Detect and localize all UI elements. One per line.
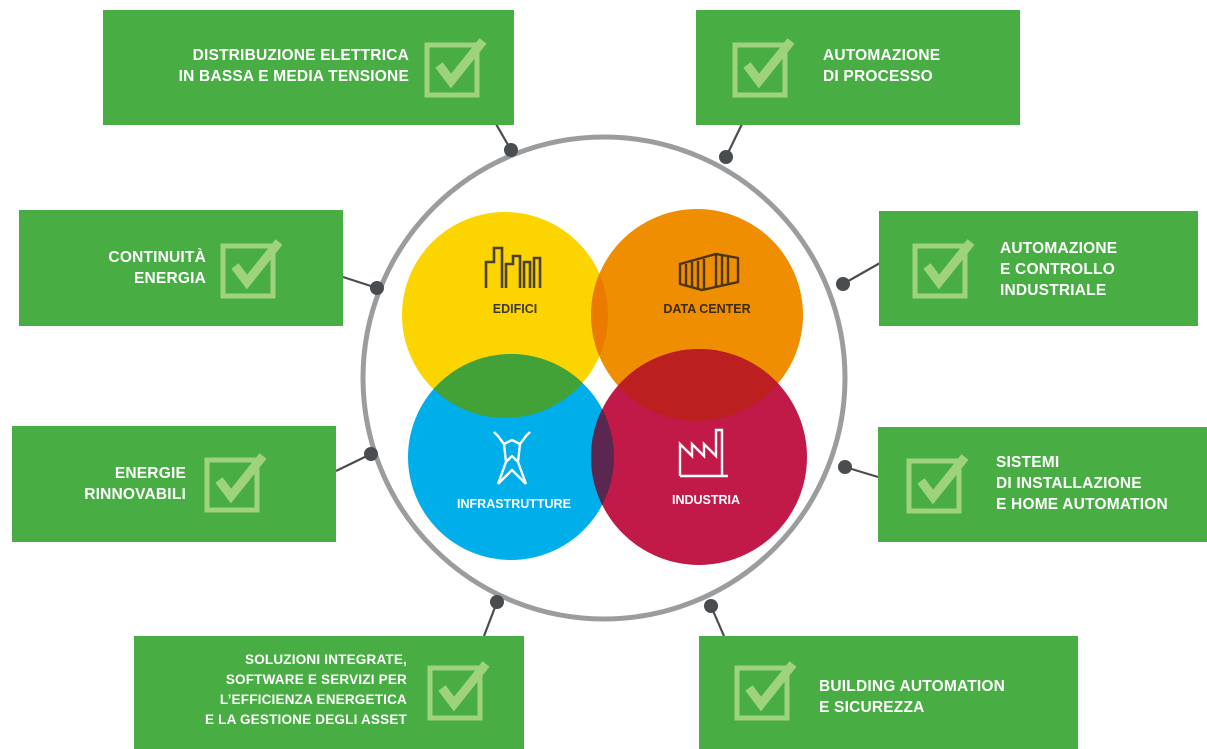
text-line: SISTEMI [996,454,1060,471]
checkbox-checked-icon [204,453,267,513]
connector-automazione-controllo [842,262,881,285]
buildings-icon [484,246,542,288]
box-soluzioni: SOLUZIONI INTEGRATE, SOFTWARE E SERVIZI … [134,636,524,749]
text-line: BUILDING AUTOMATION [819,678,1006,695]
checkbox-checked-icon [427,661,490,721]
checkbox-checked-icon [220,239,283,299]
box-building-text: BUILDING AUTOMATION E SICUREZZA [819,676,1005,718]
box-automazione-controllo-text: AUTOMAZIONE E CONTROLLO INDUSTRIALE [1000,238,1117,301]
checkbox-checked-icon [906,454,969,514]
box-soluzioni-text: SOLUZIONI INTEGRATE, SOFTWARE E SERVIZI … [205,650,407,730]
box-distribuzione: DISTRIBUZIONE ELETTRICA IN BASSA E MEDIA… [103,10,514,125]
label-industria: INDUSTRIA [672,493,740,507]
server-rack-icon [678,252,740,292]
text-line: AUTOMAZIONE [1000,240,1118,257]
label-data-center: DATA CENTER [663,302,750,316]
overlap-datacenter-industria [591,349,803,421]
box-sistemi-text: SISTEMI DI INSTALLAZIONE E HOME AUTOMATI… [996,452,1168,515]
factory-icon [678,428,728,478]
checkbox-checked-icon [732,38,795,98]
box-energie: ENERGIE RINNOVABILI [12,426,336,542]
text-line: INDUSTRIALE [1000,282,1107,299]
ring-dot [838,460,852,474]
text-line: E CONTROLLO [1000,261,1115,278]
ring-dots [364,143,852,613]
text-line: RINNOVABILI [84,486,186,503]
box-distribuzione-text: DISTRIBUZIONE ELETTRICA IN BASSA E MEDIA… [179,45,409,87]
text-line: E SICUREZZA [819,699,925,716]
label-infrastrutture: INFRASTRUTTURE [457,497,571,511]
ring-dot [370,281,384,295]
text-line: L’EFFICIENZA ENERGETICA [219,692,407,707]
power-pylon-icon [493,431,531,485]
text-line: DISTRIBUZIONE ELETTRICA [192,47,409,64]
box-continuita-text: CONTINUITÀ ENERGIA [108,247,206,289]
text-line: SOLUZIONI INTEGRATE, [245,652,407,667]
text-line: E LA GESTIONE DEGLI ASSET [204,712,407,727]
checkbox-checked-icon [424,38,487,98]
ring-dot [704,599,718,613]
text-line: AUTOMAZIONE [823,47,941,64]
box-automazione-controllo: AUTOMAZIONE E CONTROLLO INDUSTRIALE [879,211,1198,326]
ring-dot [719,150,733,164]
text-line: SOFTWARE E SERVIZI PER [225,672,407,687]
text-line: E HOME AUTOMATION [996,496,1168,513]
text-line: DI INSTALLAZIONE [996,475,1142,492]
ring-dot [364,447,378,461]
text-line: ENERGIA [133,270,206,287]
text-line: CONTINUITÀ [108,249,206,266]
box-continuita: CONTINUITÀ ENERGIA [19,210,343,326]
label-edifici: EDIFICI [493,302,537,316]
box-sistemi: SISTEMI DI INSTALLAZIONE E HOME AUTOMATI… [878,427,1207,542]
ring-dot [836,277,850,291]
box-automazione-processo: AUTOMAZIONE DI PROCESSO [696,10,1020,125]
text-line: DI PROCESSO [823,68,933,85]
ring-dot [490,595,504,609]
checkbox-checked-icon [912,239,975,299]
text-line: IN BASSA E MEDIA TENSIONE [178,68,409,85]
outer-ring [360,134,848,622]
connector-lines [335,123,881,637]
box-energie-text: ENERGIE RINNOVABILI [84,463,186,505]
checkbox-checked-icon [734,661,797,721]
box-automazione-processo-text: AUTOMAZIONE DI PROCESSO [823,45,940,87]
box-building: BUILDING AUTOMATION E SICUREZZA [699,636,1078,749]
text-line: ENERGIE [114,465,186,482]
ring-dot [504,143,518,157]
